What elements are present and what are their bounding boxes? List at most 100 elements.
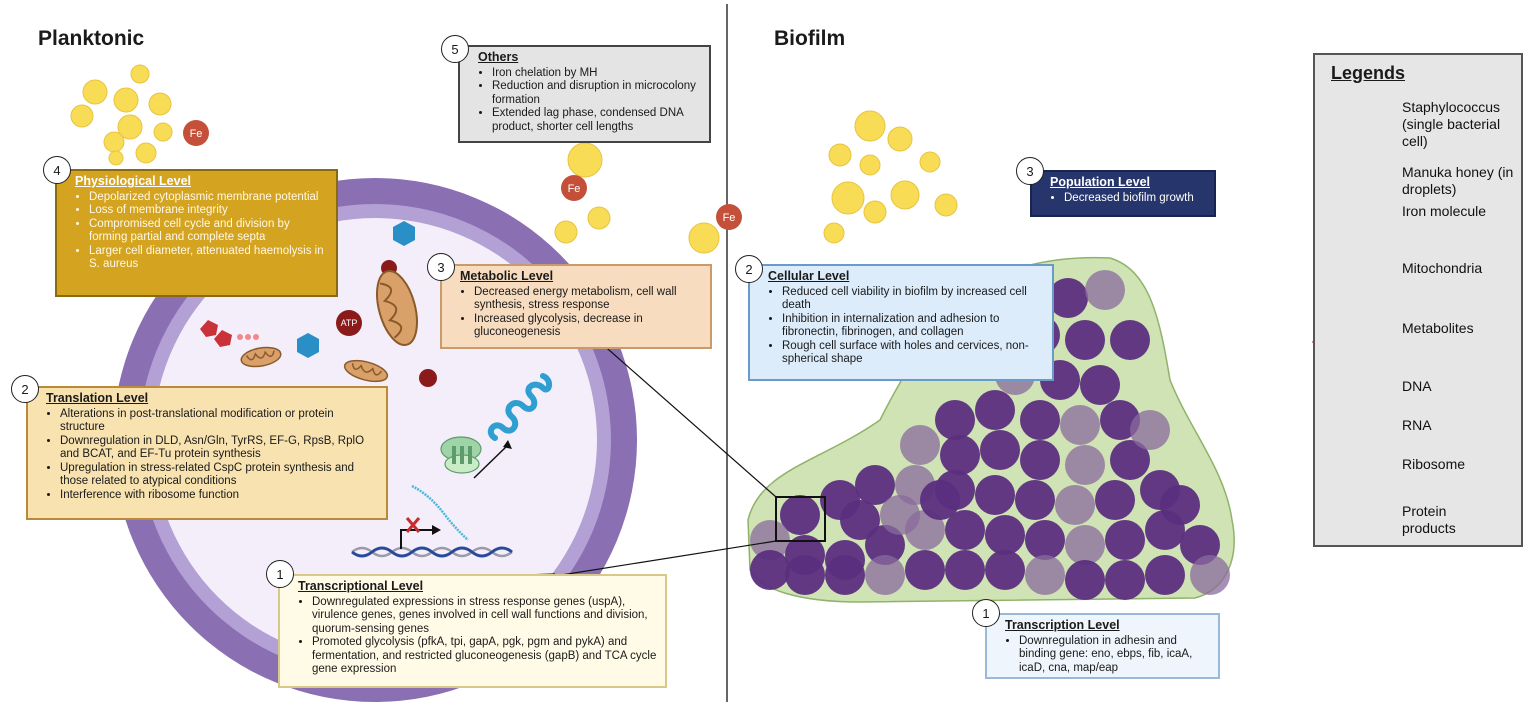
honey-droplet [567,142,603,178]
box-item: Upregulation in stress-related CspC prot… [60,462,380,489]
biofilm-bacterium [1130,410,1170,450]
box-item: Loss of membrane integrity [89,204,330,218]
biofilm-bacterium [880,495,920,535]
box-heading: Translation Level [46,391,149,405]
honey-droplet [688,222,720,254]
mitochondria-icon [343,359,389,383]
biofilm-bacterium [975,390,1015,430]
box-item: Reduction and disruption in microcolony … [492,80,703,107]
metabolites-icon [200,320,259,347]
iron-molecule-icon: Fe [716,204,742,230]
honey-droplet [863,200,887,224]
iron-molecule-icon: Fe [561,175,587,201]
biofilm-bacterium [1145,555,1185,595]
ribosome-icon [440,436,482,474]
legend-label: Mitochondria [1402,260,1483,276]
biofilm-bacterium [865,525,905,565]
box-item: Compromised cell cycle and division by f… [89,218,330,245]
number-badge: 2 [735,255,763,283]
biofilm-bacterium [1020,400,1060,440]
honey-droplet [82,79,108,105]
biofilm-bacterium [1095,480,1135,520]
biofilm-bacterium [920,480,960,520]
block-x-icon [405,517,421,533]
box-item: Interference with ribosome function [60,489,380,503]
biofilm-bacterium [750,520,790,560]
iron-molecule-icon: Fe [183,120,209,146]
atp-icon: ATP [336,310,362,336]
number-badge: 2 [11,375,39,403]
biofilm-bacterium [1048,278,1088,318]
svg-text:Fe: Fe [568,183,581,195]
metabolite-icon [297,333,319,358]
biofilm-title: Biofilm [774,27,846,50]
biofilm-bacterium [825,555,865,595]
transcription-box: Transcription Level Downregulation in ad… [985,613,1220,679]
biofilm-bacterium [855,465,895,505]
legend-title: Legends [1331,63,1406,83]
svg-text:ATP: ATP [341,318,358,328]
box-item: Increased glycolysis, decrease in glucon… [474,313,704,340]
legend-panel: Legends [1313,53,1523,547]
box-item: Extended lag phase, condensed DNA produc… [492,107,703,134]
number-badge: 5 [441,35,469,63]
box-heading: Transcription Level [1005,618,1120,632]
honey-droplet [887,126,913,152]
biofilm-bacterium [940,435,980,475]
box-item: Decreased biofilm growth [1064,192,1208,206]
box-heading: Population Level [1050,175,1151,189]
honey-droplet [135,142,157,164]
translation-arrow [473,444,509,479]
number-badge: 1 [972,599,1000,627]
box-heading: Cellular Level [768,269,850,283]
box-item: Downregulated expressions in stress resp… [312,596,659,637]
honey-droplet [130,64,150,84]
box-item: Downregulation in adhesin and binding ge… [1019,635,1212,676]
box-item: Depolarized cytoplasmic membrane potenti… [89,191,330,205]
box-heading: Physiological Level [75,174,192,188]
box-item: Larger cell diameter, attenuated haemoly… [89,245,330,272]
legend-label: Ribosome [1402,456,1466,472]
svg-text:Fe: Fe [723,212,736,224]
mitochondria-icon [376,270,418,346]
box-item: Alterations in post-translational modifi… [60,408,380,435]
biofilm-bacterium [1085,270,1125,310]
box-item: Reduced cell viability in biofilm by inc… [782,286,1046,313]
protein-icon [487,373,552,441]
honey-droplet [919,151,941,173]
biofilm-bacterium [1080,365,1120,405]
rna-icon [411,484,469,541]
box-item: Iron chelation by MH [492,67,703,81]
biofilm-bacterium [785,555,825,595]
box-heading: Metabolic Level [460,269,554,283]
box-item: Promoted glycolysis (pfkA, tpi, gapA, pg… [312,636,659,677]
honey-droplet [823,222,845,244]
honey-droplet [828,143,852,167]
biofilm-bacterium [840,500,880,540]
number-badge: 4 [43,156,71,184]
biofilm-bacterium [945,550,985,590]
legend-label: DNA [1402,378,1432,394]
others-box: Others Iron chelation by MH Reduction an… [458,45,711,143]
biofilm-bacterium [1160,485,1200,525]
legend-label: Protein products [1402,503,1456,536]
biofilm-bacterium [1055,485,1095,525]
honey-droplet [108,150,124,166]
biofilm-bacterium [1110,320,1150,360]
translation-arrowhead [503,440,512,449]
biofilm-bacterium [1190,555,1230,595]
biofilm-bacterium [900,425,940,465]
physiological-box: Physiological Level Depolarized cytoplas… [55,169,338,297]
biofilm-bacterium [780,495,820,535]
population-box: Population Level Decreased biofilm growt… [1030,170,1216,217]
number-badge: 1 [266,560,294,588]
honey-droplet [831,181,865,215]
honey-droplet [587,206,611,230]
honey-droplet [554,220,578,244]
zoom-line-top [591,334,777,498]
biofilm-bacterium [1025,520,1065,560]
svg-text:Fe: Fe [190,128,203,140]
legend-label: RNA [1402,417,1432,433]
honey-droplet [854,110,886,142]
honey-droplet [70,104,94,128]
